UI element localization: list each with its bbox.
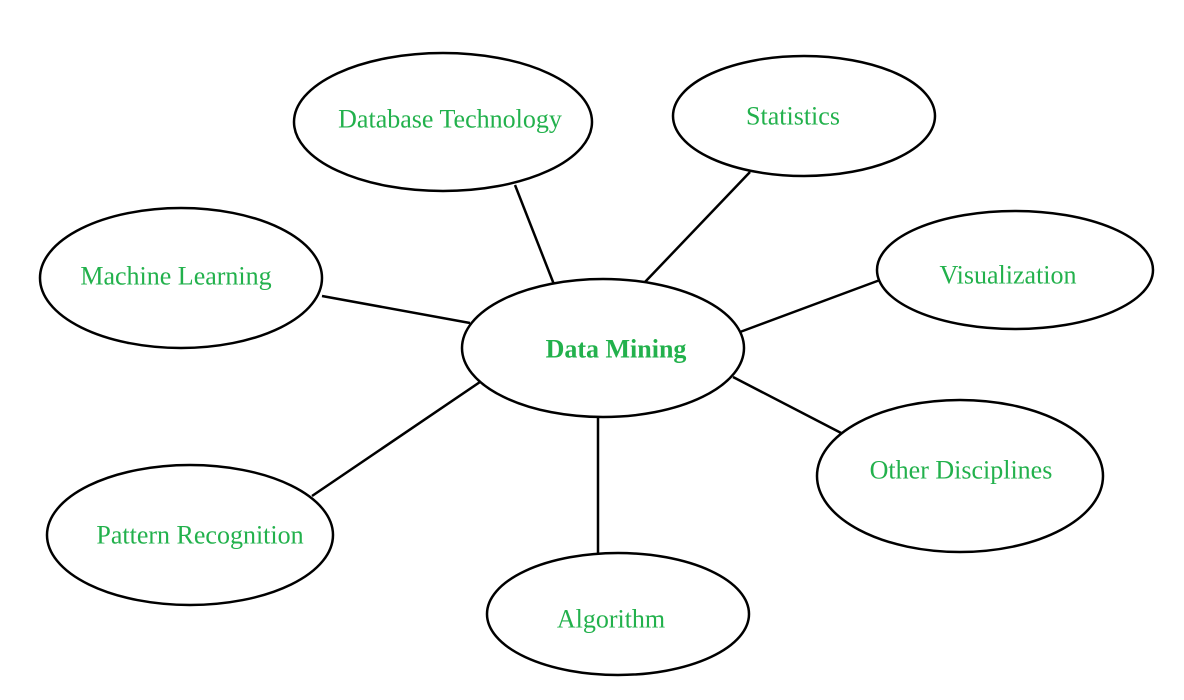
node-statistics-label: Statistics — [746, 102, 840, 131]
node-data-mining: Data Mining — [460, 277, 746, 419]
edge-database-technology — [513, 184, 557, 288]
edge-pattern-recognition — [311, 380, 481, 498]
node-pattern-recognition-ellipse — [45, 463, 335, 607]
node-pattern-recognition-label: Pattern Recognition — [96, 521, 303, 550]
node-database-technology: Database Technology — [292, 51, 594, 193]
node-visualization-label: Visualization — [939, 261, 1076, 290]
node-statistics-ellipse — [671, 54, 937, 178]
node-machine-learning: Machine Learning — [38, 206, 324, 350]
edge-statistics — [644, 171, 751, 283]
node-other-disciplines-label: Other Disciplines — [870, 456, 1053, 485]
node-algorithm: Algorithm — [485, 551, 751, 677]
edge-visualization — [739, 278, 881, 334]
node-machine-learning-label: Machine Learning — [80, 262, 271, 291]
node-visualization-ellipse — [875, 209, 1155, 331]
edges — [311, 171, 881, 553]
node-algorithm-ellipse — [485, 551, 751, 677]
node-machine-learning-ellipse — [38, 206, 324, 350]
node-statistics: Statistics — [671, 54, 937, 178]
node-pattern-recognition: Pattern Recognition — [45, 463, 335, 607]
node-database-technology-ellipse — [292, 51, 594, 193]
node-database-technology-label: Database Technology — [338, 105, 562, 134]
node-visualization: Visualization — [875, 209, 1155, 331]
node-other-disciplines-ellipse — [815, 398, 1105, 554]
edge-other-disciplines — [732, 375, 846, 437]
node-data-mining-label: Data Mining — [546, 335, 687, 364]
node-algorithm-label: Algorithm — [557, 605, 665, 634]
node-data-mining-ellipse — [460, 277, 746, 419]
edge-machine-learning — [321, 294, 471, 325]
node-other-disciplines: Other Disciplines — [815, 398, 1105, 554]
